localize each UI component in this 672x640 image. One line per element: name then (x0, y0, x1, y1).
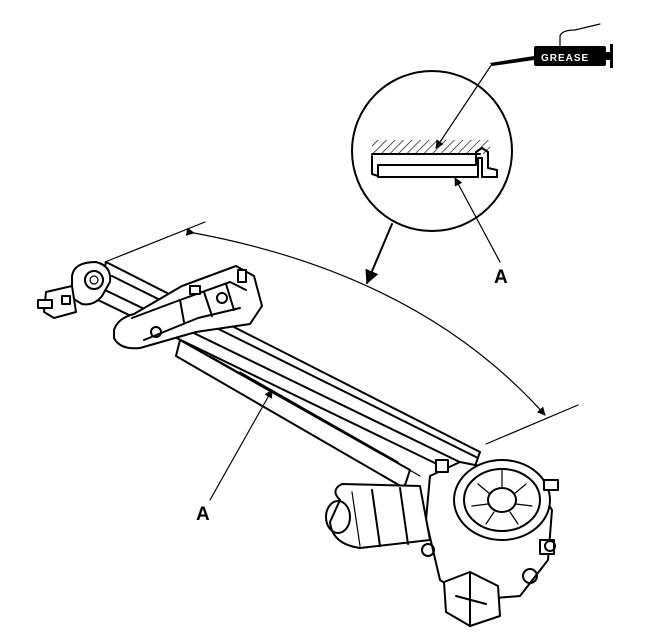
grease-label: GREASE (541, 53, 589, 64)
rail-end-bracket (37, 261, 112, 319)
grease-pointer (435, 63, 493, 149)
grease-tube-icon: GREASE (490, 23, 613, 68)
detail-a-label: A (494, 267, 508, 288)
rail-a-label: A (196, 504, 210, 525)
rail-length-dimension (104, 221, 579, 445)
regulator-rail (97, 261, 481, 489)
detail-circle (351, 70, 513, 232)
detail-to-rail-arrow (365, 223, 393, 285)
detail-a-pointer (454, 177, 501, 263)
rail-a-pointer (209, 389, 273, 501)
glass-lift-plate (113, 265, 263, 350)
regulator-motor (325, 459, 559, 627)
